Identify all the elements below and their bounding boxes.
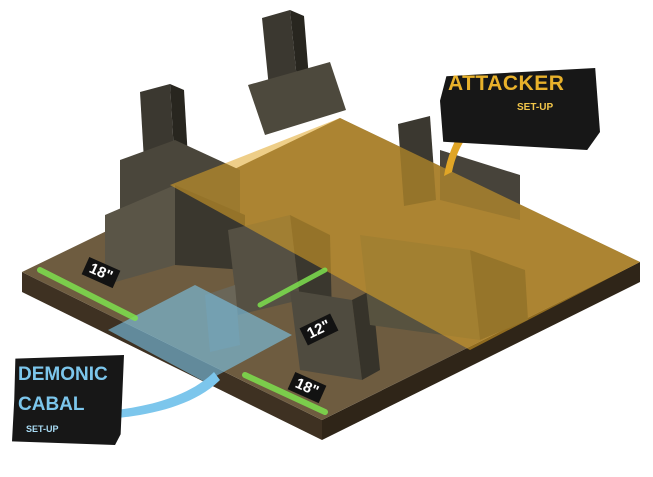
attacker-title: ATTACKER — [448, 72, 565, 95]
attacker-deployment-zone — [170, 118, 640, 350]
demonic-cabal-banner — [12, 355, 124, 445]
attacker-banner — [440, 68, 600, 150]
distance-marker-icon — [242, 372, 328, 415]
demonic-title-line1: DEMONIC — [18, 364, 108, 385]
attacker-subtitle: SET-UP — [517, 102, 554, 113]
demonic-subtitle: SET-UP — [26, 424, 59, 434]
defender-deployment-zone — [108, 285, 292, 382]
distance-marker-icon — [37, 267, 138, 321]
arrow-defender-icon — [116, 372, 220, 418]
demonic-title-line2: CABAL — [18, 394, 85, 415]
distance-marker-icon — [257, 267, 328, 308]
board-edge-right — [322, 262, 640, 440]
